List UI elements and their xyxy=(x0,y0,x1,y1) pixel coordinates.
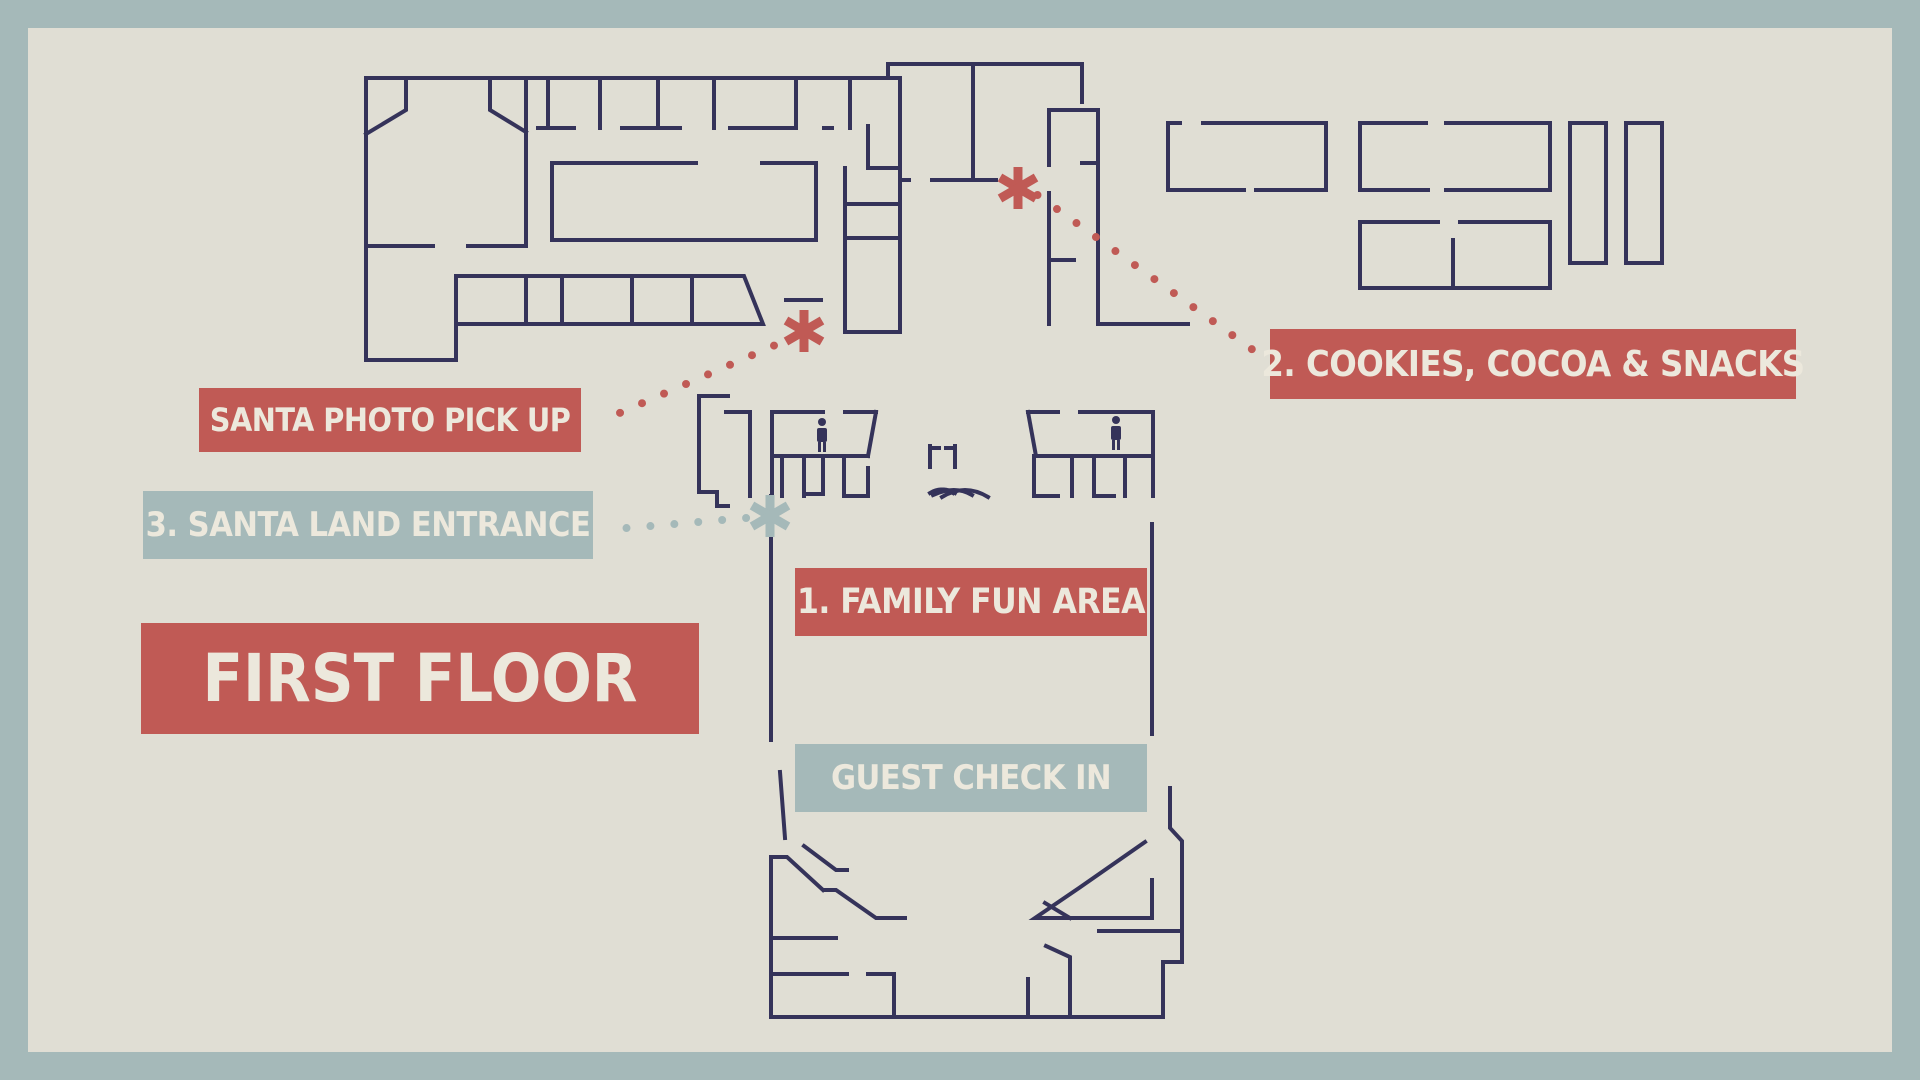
floor-title: FIRST FLOOR xyxy=(141,623,699,734)
asterisk-marker-icon xyxy=(783,310,825,352)
floorplan xyxy=(363,62,1664,1019)
asterisk-marker-icon xyxy=(997,167,1039,209)
asterisk-marker-icon xyxy=(749,495,791,537)
santa-photo-pick-up-label: SANTA PHOTO PICK UP xyxy=(199,388,581,452)
entrance-block xyxy=(769,769,1184,1019)
left-office-block xyxy=(363,76,902,362)
family-fun-area-label: 1. FAMILY FUN AREA xyxy=(795,568,1147,636)
restroom-block xyxy=(697,394,1155,508)
right-blocks xyxy=(1166,121,1664,290)
santa-land-entrance-label: 3. SANTA LAND ENTRANCE xyxy=(143,491,593,559)
restroom-icon xyxy=(817,418,827,452)
restroom-icon xyxy=(1111,416,1121,450)
center-corridor-block xyxy=(886,62,1190,326)
guest-check-in-label: GUEST CHECK IN xyxy=(795,744,1147,812)
cookies-cocoa-snacks-label: 2. COOKIES, COCOA & SNACKS xyxy=(1261,329,1805,399)
leader-lines xyxy=(595,177,1257,534)
map-frame: 2. COOKIES, COCOA & SNACKS SANTA PHOTO P… xyxy=(28,28,1892,1052)
